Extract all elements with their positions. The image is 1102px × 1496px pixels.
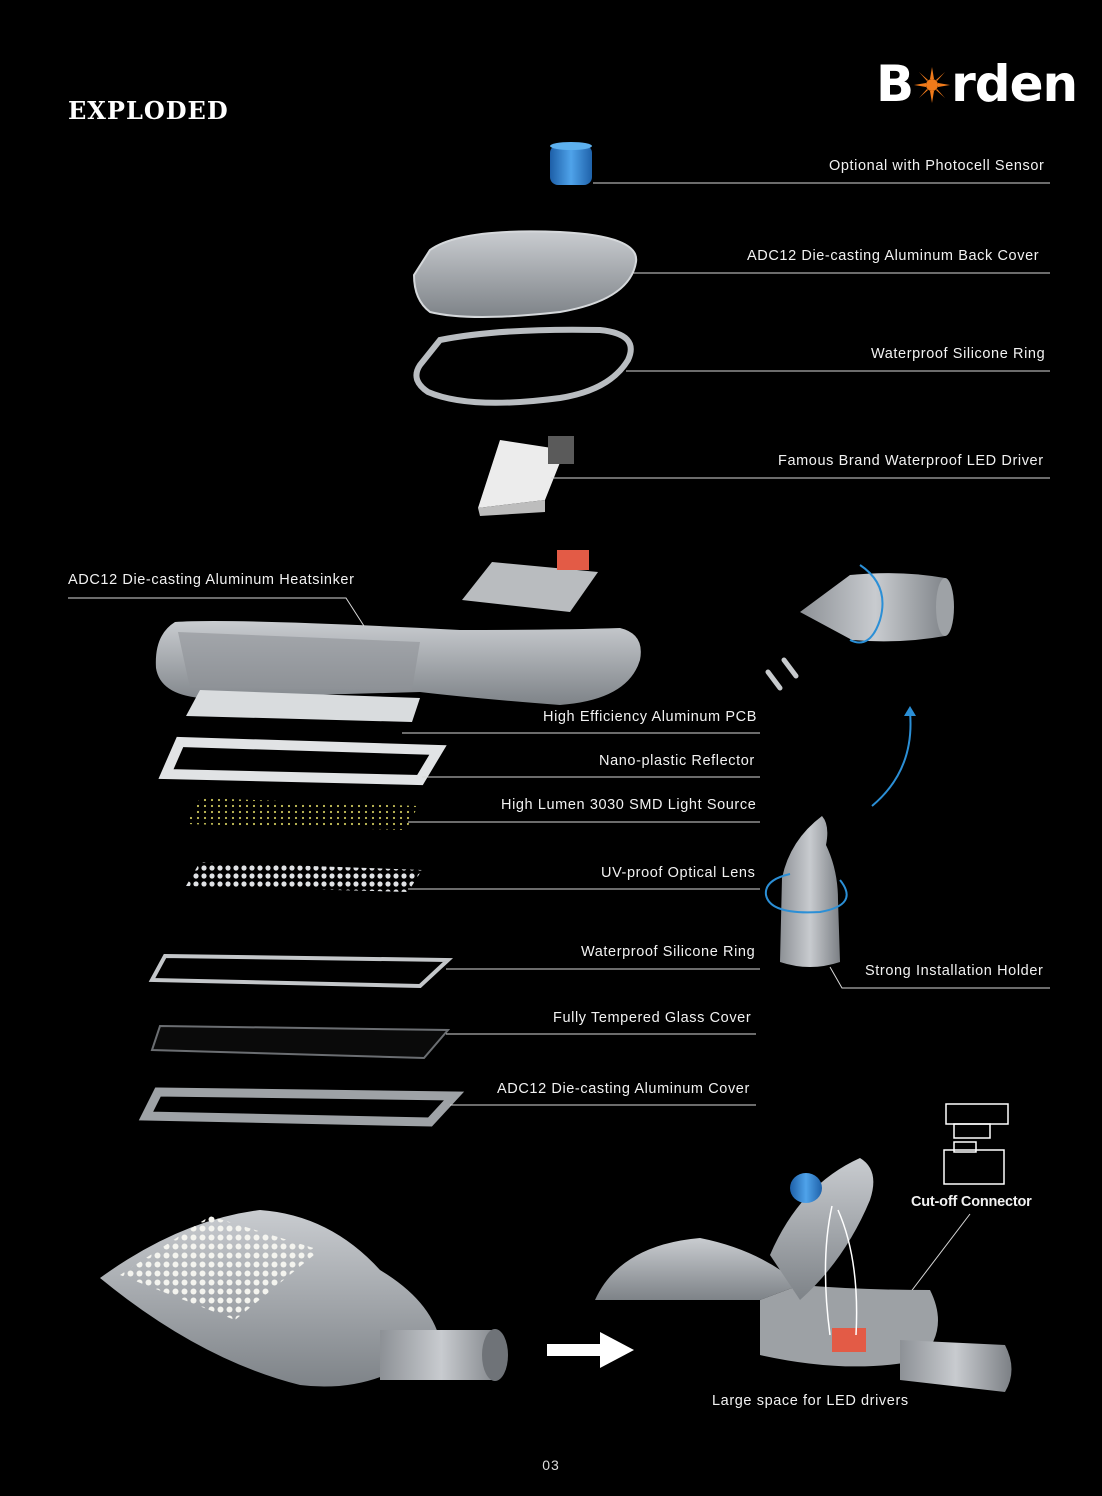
label-silicone-ring-top: Waterproof Silicone Ring xyxy=(871,346,1046,362)
label-optical-lens: UV-proof Optical Lens xyxy=(601,865,756,881)
silicone-ring-bottom-part xyxy=(148,953,454,989)
label-back-cover: ADC12 Die-casting Aluminum Back Cover xyxy=(747,248,1040,264)
label-driver-space: Large space for LED drivers xyxy=(712,1393,909,1409)
pcb-part xyxy=(186,690,420,722)
reflector-part xyxy=(158,736,447,786)
holder-upright-part xyxy=(780,816,840,967)
holder-top-part xyxy=(800,573,954,642)
right-arrow-icon xyxy=(547,1332,634,1368)
leader-lines xyxy=(68,182,1050,1307)
label-installation-holder: Strong Installation Holder xyxy=(865,963,1044,979)
rotate-arrow-bottom-icon xyxy=(764,873,848,914)
back-cover-part xyxy=(412,230,638,318)
curve-arrow-icon xyxy=(871,711,912,807)
label-cutoff-connector: Cut-off Connector xyxy=(911,1194,1032,1210)
silicone-ring-top-part xyxy=(413,326,634,406)
sun-icon xyxy=(914,67,951,103)
bolts-part xyxy=(765,657,799,691)
assembled-lamp-part xyxy=(100,1210,508,1387)
brand-logo: B rden xyxy=(876,55,1078,113)
red-connector-part xyxy=(557,550,589,570)
page-title: EXPLODED xyxy=(68,96,229,125)
light-source-part xyxy=(186,798,418,830)
brand-logo-suffix: rden xyxy=(951,55,1078,113)
label-light-source: High Lumen 3030 SMD Light Source xyxy=(501,797,757,813)
optical-lens-part xyxy=(186,862,422,892)
rotate-arrow-top-icon xyxy=(849,564,884,644)
brand-logo-prefix: B xyxy=(876,55,914,113)
label-glass-cover: Fully Tempered Glass Cover xyxy=(553,1010,752,1026)
curve-arrow-head-icon xyxy=(904,706,916,716)
connector-icon xyxy=(943,1103,1009,1185)
label-pcb: High Efficiency Aluminum PCB xyxy=(543,709,757,725)
label-reflector: Nano-plastic Reflector xyxy=(599,753,755,769)
page-number: 03 xyxy=(542,1457,560,1473)
driver-board-part xyxy=(462,562,598,612)
label-heatsinker: ADC12 Die-casting Aluminum Heatsinker xyxy=(68,572,355,588)
label-led-driver: Famous Brand Waterproof LED Driver xyxy=(778,453,1044,469)
heatsinker-part xyxy=(155,621,641,705)
aluminum-cover-part xyxy=(138,1087,465,1127)
label-aluminum-cover: ADC12 Die-casting Aluminum Cover xyxy=(497,1081,750,1097)
label-silicone-ring-bottom: Waterproof Silicone Ring xyxy=(581,944,756,960)
glass-cover-part xyxy=(150,1024,451,1060)
photocell-sensor xyxy=(550,142,592,185)
open-lamp-part xyxy=(595,1158,1012,1392)
led-driver-part xyxy=(478,436,574,516)
label-photocell: Optional with Photocell Sensor xyxy=(829,158,1045,174)
